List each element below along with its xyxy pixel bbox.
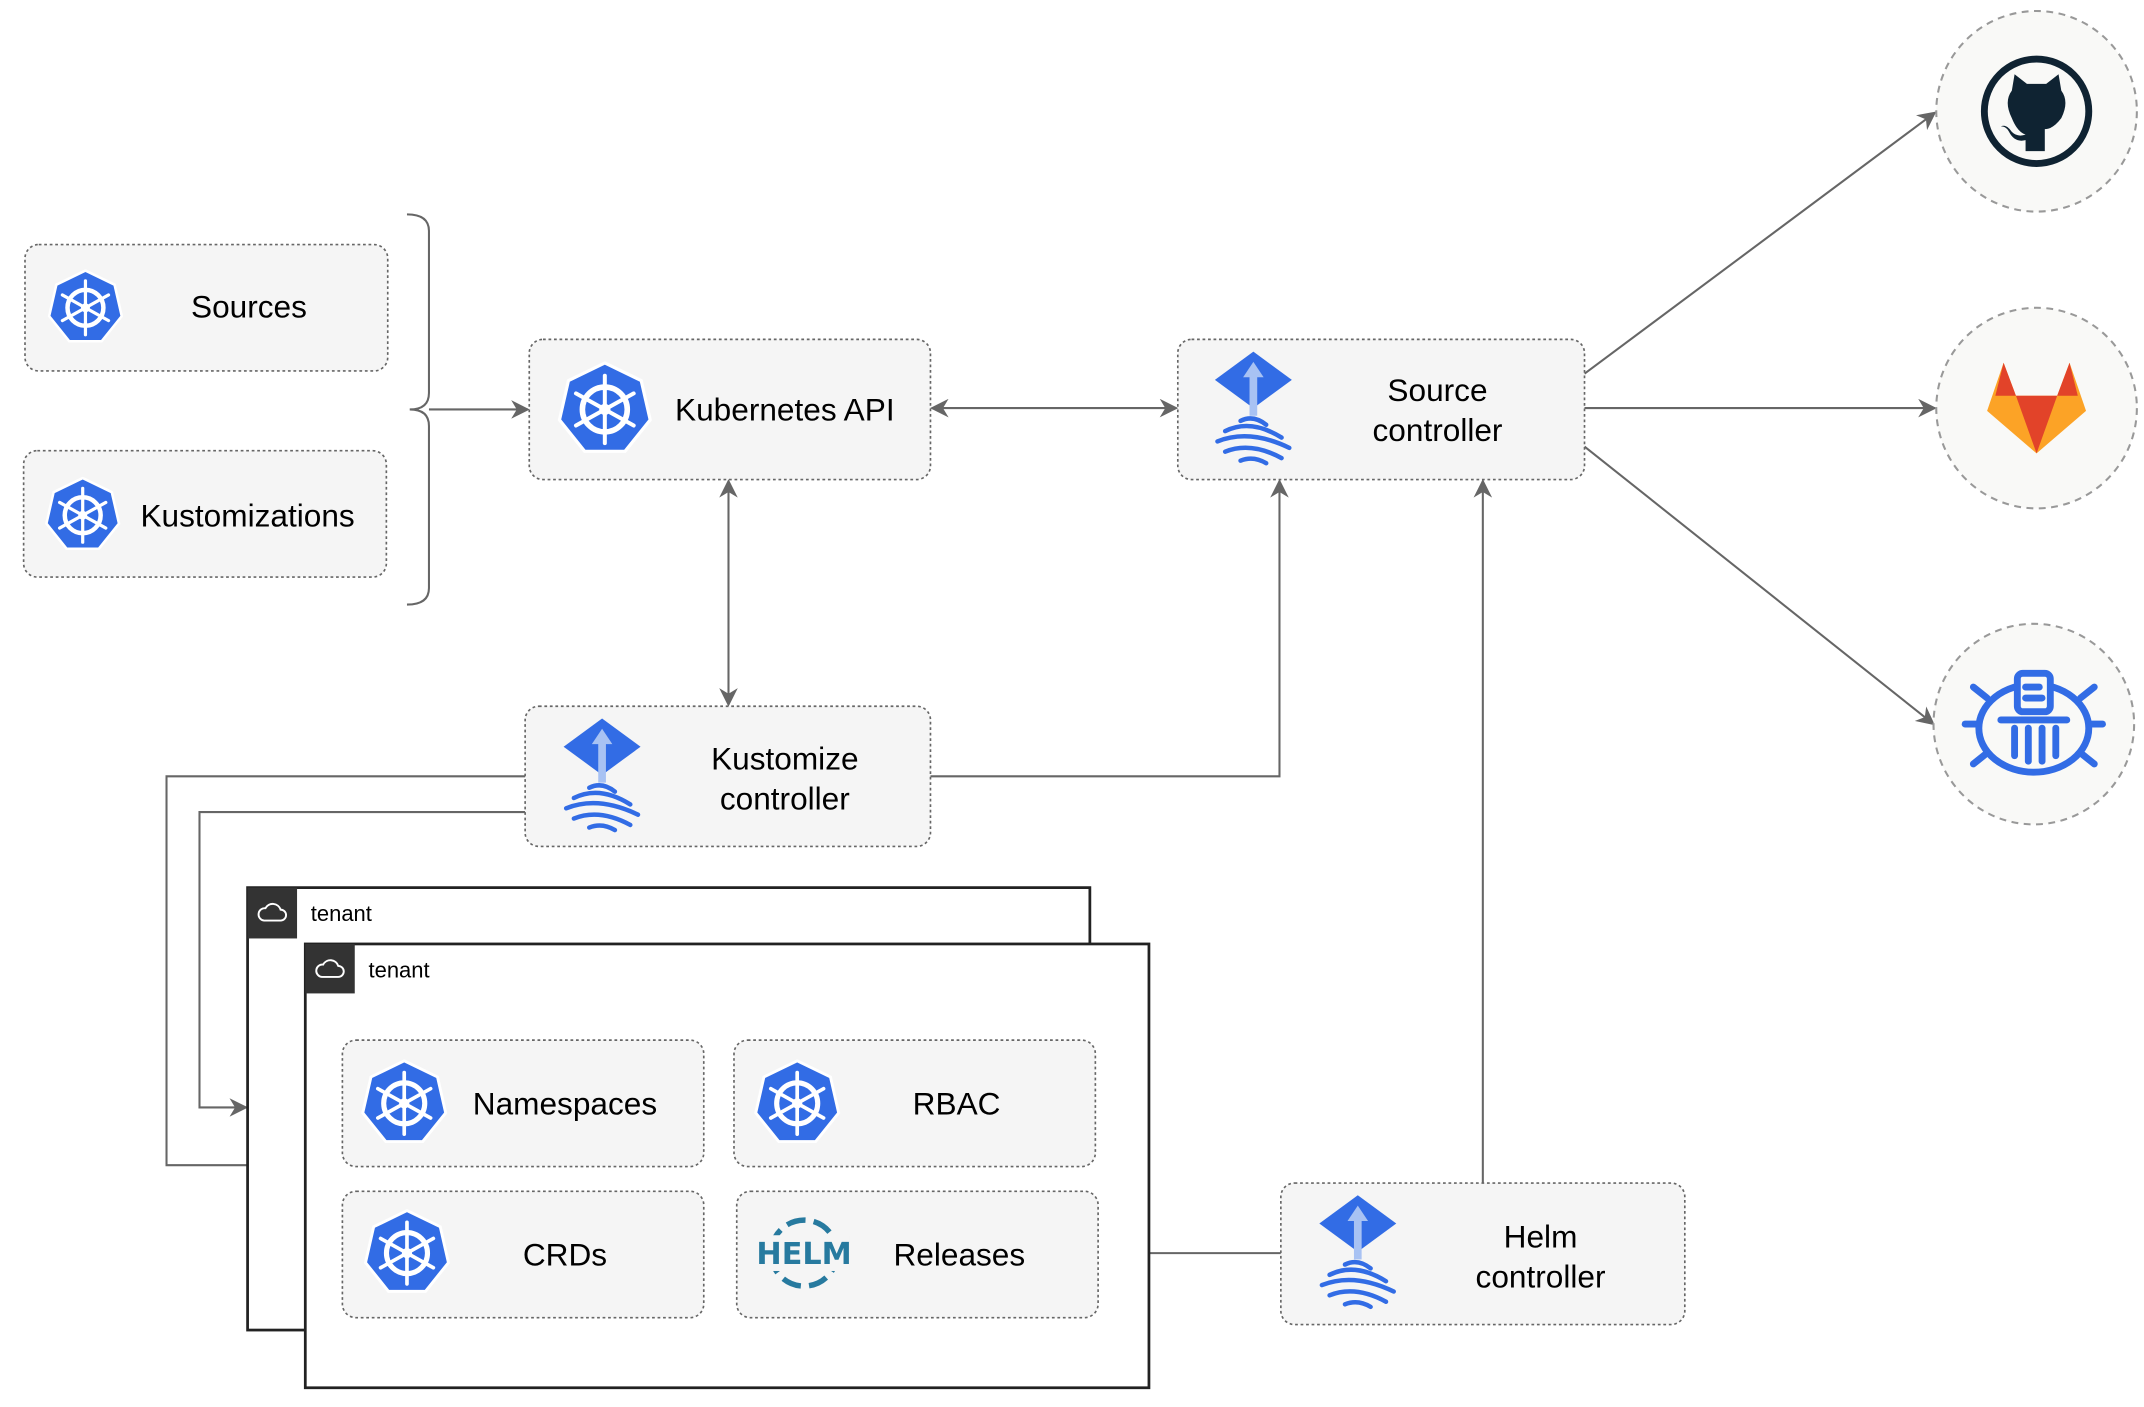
github-node[interactable] xyxy=(1935,9,2138,213)
node-label: RBAC xyxy=(913,1085,1001,1121)
node-label: controller xyxy=(1476,1258,1606,1294)
node-label: controller xyxy=(720,780,850,816)
tenant-label: tenant xyxy=(311,901,372,926)
node-label: controller xyxy=(1373,412,1503,448)
edge-kustomize-to-tenant-2 xyxy=(165,775,526,1175)
node-label: Kustomize xyxy=(711,740,858,776)
tenant-label: tenant xyxy=(369,958,430,983)
brace xyxy=(406,213,430,606)
node-kustomize-controller[interactable]: Kustomize controller xyxy=(524,705,932,848)
edge-kustomize-to-tenant-1 xyxy=(198,811,526,1117)
github-icon xyxy=(1980,55,2093,167)
node-kustomizations[interactable]: Kustomizations xyxy=(22,449,388,578)
bucket-icon xyxy=(1961,669,2106,776)
bucket-node[interactable] xyxy=(1932,622,2136,826)
node-crds[interactable]: CRDs xyxy=(341,1190,705,1319)
gitlab-node[interactable] xyxy=(1935,306,2138,510)
edge-source-to-bucket xyxy=(1583,445,1935,726)
node-helm-controller[interactable]: Helm controller xyxy=(1280,1182,1686,1326)
node-label: Helm xyxy=(1504,1219,1578,1255)
node-label: Kubernetes API xyxy=(675,391,895,427)
node-label: CRDs xyxy=(523,1236,607,1272)
node-label: Kustomizations xyxy=(140,497,354,533)
node-sources[interactable]: Sources xyxy=(24,243,389,372)
helm-wordmark: HELM xyxy=(756,1237,851,1272)
node-label: Sources xyxy=(191,288,307,324)
node-source-controller[interactable]: Source controller xyxy=(1176,338,1586,481)
cloud-icon-bg xyxy=(247,887,298,939)
node-label: Source xyxy=(1387,372,1487,408)
node-label: Releases xyxy=(893,1236,1025,1272)
node-namespaces[interactable]: Namespaces xyxy=(341,1039,705,1168)
node-kubernetes-api[interactable]: Kubernetes API xyxy=(528,338,932,481)
gitlab-icon xyxy=(1987,362,2087,454)
edge-kustomize-to-source xyxy=(930,479,1289,778)
edge-source-to-github xyxy=(1583,111,1937,375)
node-releases[interactable]: HELM Releases xyxy=(735,1190,1099,1319)
node-label: Namespaces xyxy=(473,1085,657,1121)
helm-icon: HELM xyxy=(756,1217,852,1289)
node-rbac[interactable]: RBAC xyxy=(733,1039,1097,1168)
